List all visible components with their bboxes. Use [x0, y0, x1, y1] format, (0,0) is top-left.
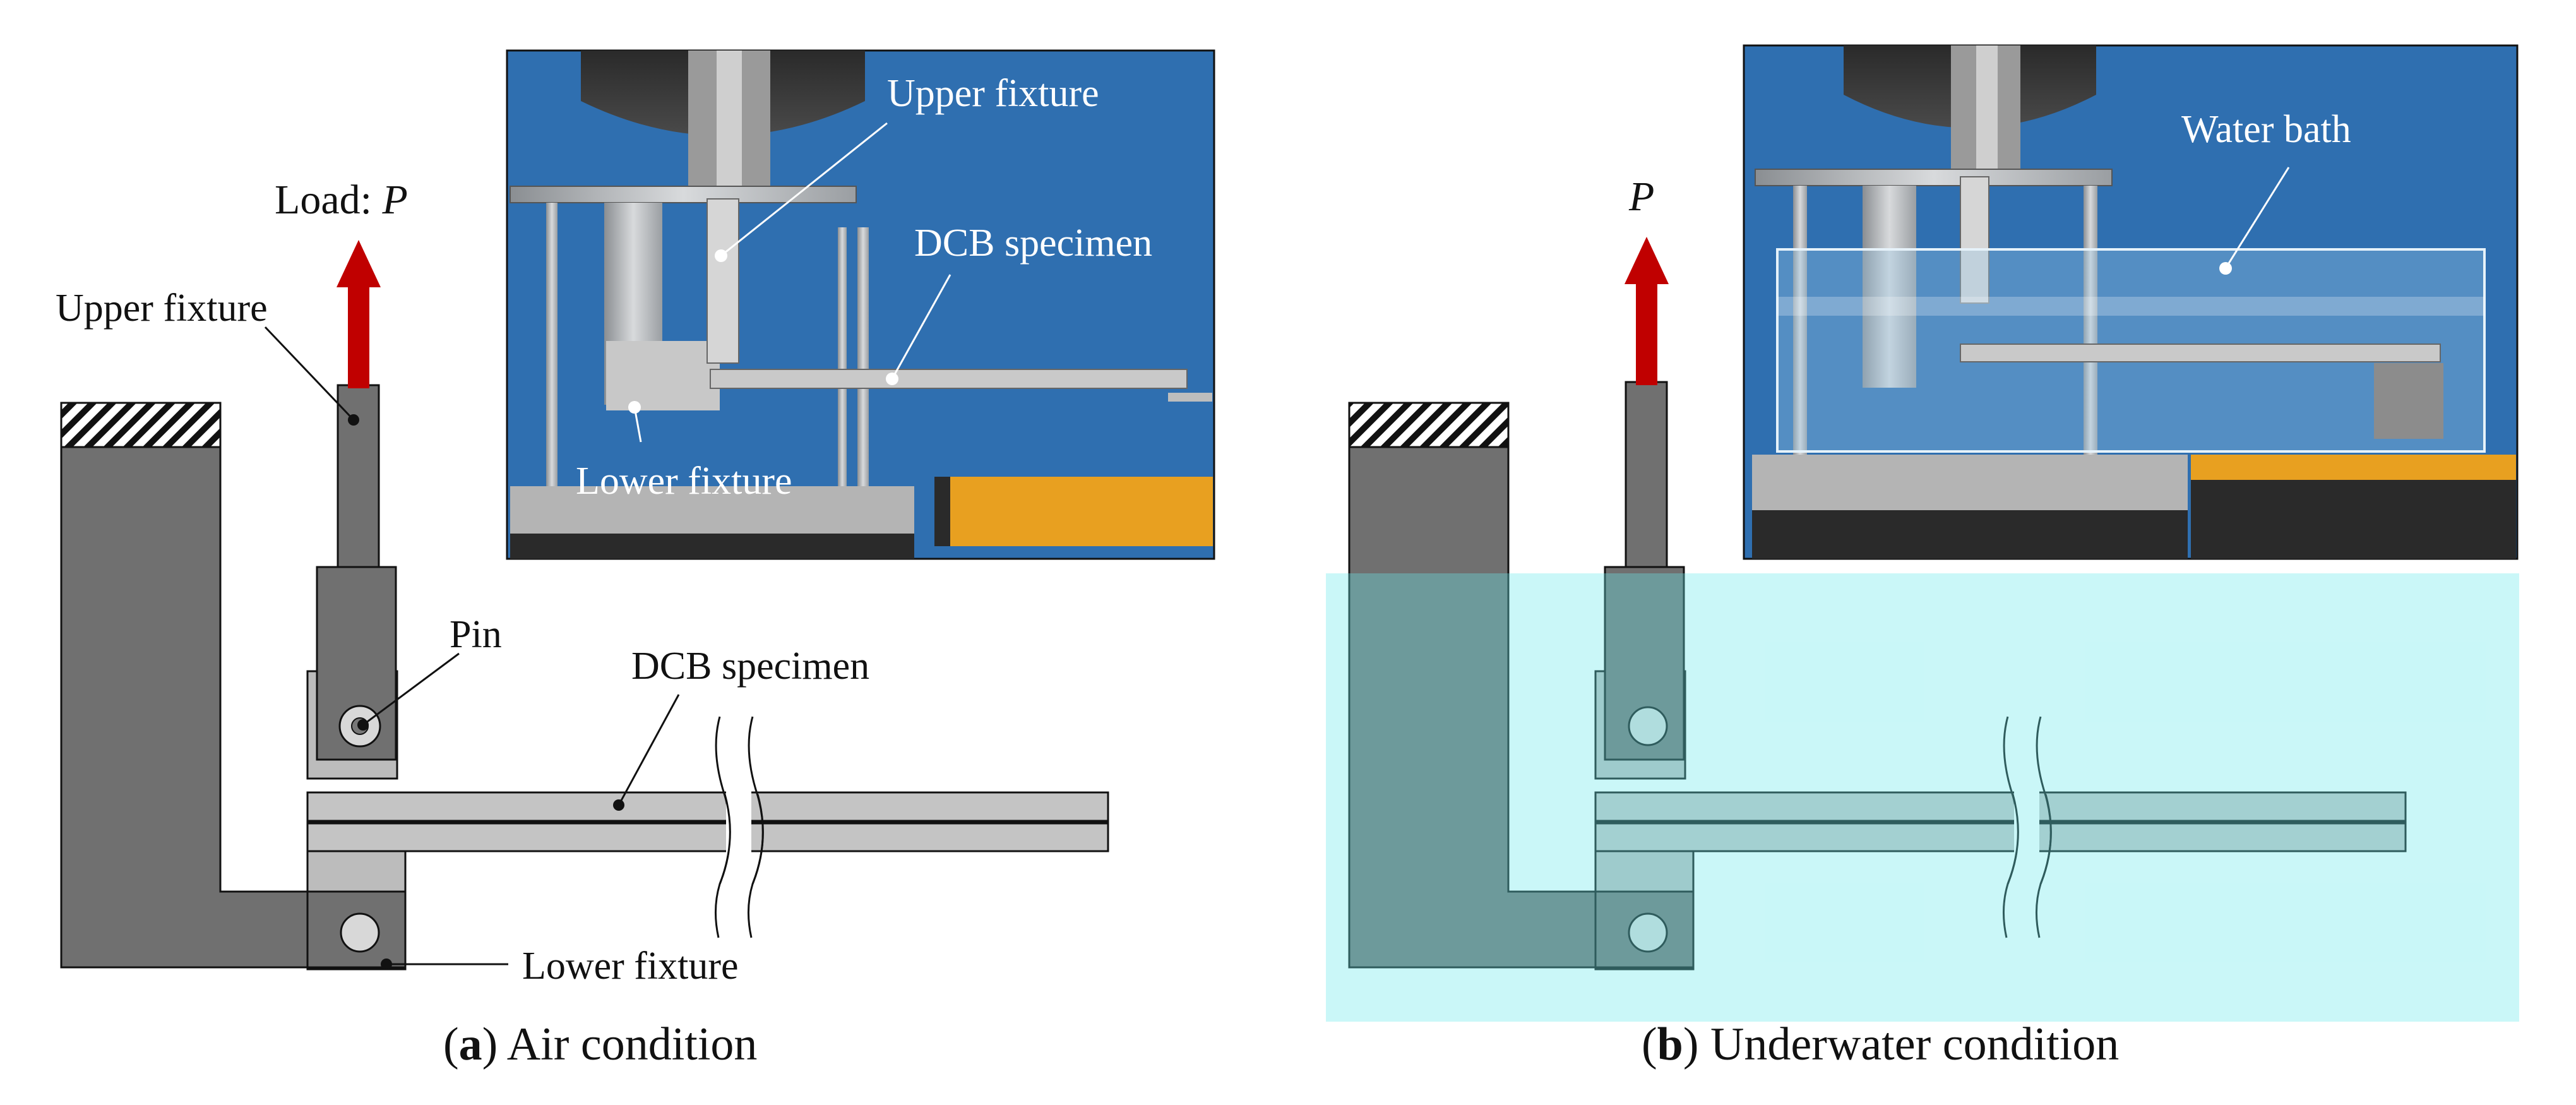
upper-pin — [1628, 706, 1668, 746]
caption-b: (b) Underwater condition — [1642, 1018, 2120, 1070]
panel-b-diagram: P — [1326, 174, 2519, 1022]
dcb-specimen-upper-arm — [1594, 791, 2407, 823]
panel-b-photo: Water bath — [1743, 44, 2519, 560]
photo-water-bath-label: Water bath — [2181, 108, 2351, 151]
dcb-specimen-label: DCB specimen — [631, 645, 869, 688]
load-label: Load: P — [275, 177, 408, 223]
load-label: P — [1628, 174, 1654, 220]
load-arrow-shaft — [1636, 284, 1657, 385]
upper-fixture-label: Upper fixture — [56, 287, 268, 330]
upper-fixture-rod — [337, 384, 380, 570]
lower-pin — [340, 912, 380, 953]
wall-hatch — [1348, 402, 1510, 448]
dcb-specimen-lower-arm — [306, 821, 1109, 852]
upper-fixture-rod — [1625, 381, 1668, 570]
dcb-specimen-upper-arm — [306, 791, 1109, 823]
load-arrow-head — [1625, 237, 1669, 284]
photo-dcb-specimen-label: DCB specimen — [914, 222, 1152, 265]
load-arrow-head — [337, 240, 381, 287]
lower-fixture-label: Lower fixture — [522, 945, 739, 988]
water-bath-overlay — [1326, 573, 2519, 1022]
caption-a: (a) Air condition — [443, 1018, 758, 1070]
panel-a-photo: Upper fixture DCB specimen Lower fixture — [506, 49, 1215, 560]
panel-a-diagram: Load: P Upper fixture Pin DCB specimen L… — [56, 177, 1109, 988]
photo-upper-fixture-label: Upper fixture — [887, 72, 1099, 115]
load-arrow-shaft — [348, 287, 369, 388]
pin-label: Pin — [450, 613, 502, 656]
wall-hatch — [60, 402, 222, 448]
lower-pin — [1628, 912, 1668, 953]
photo-lower-fixture-label: Lower fixture — [576, 460, 792, 503]
